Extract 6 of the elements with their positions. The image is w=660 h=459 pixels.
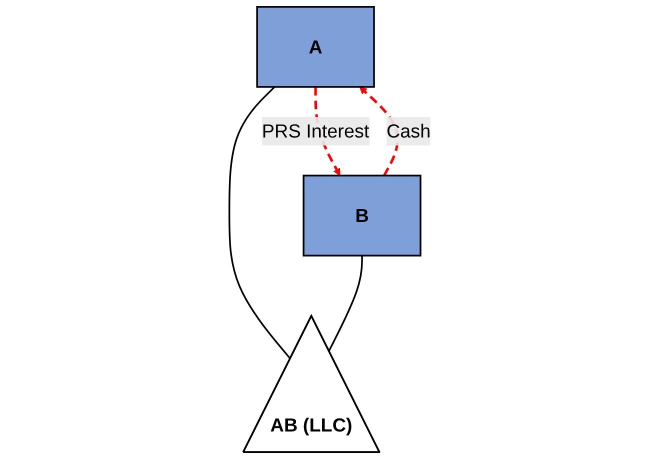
node-box: B — [302, 174, 422, 256]
edge-label: Cash — [386, 120, 431, 142]
node-box: A — [256, 6, 375, 88]
connector — [328, 256, 363, 352]
connector — [228, 86, 292, 360]
edge-label: PRS Interest — [262, 120, 370, 142]
